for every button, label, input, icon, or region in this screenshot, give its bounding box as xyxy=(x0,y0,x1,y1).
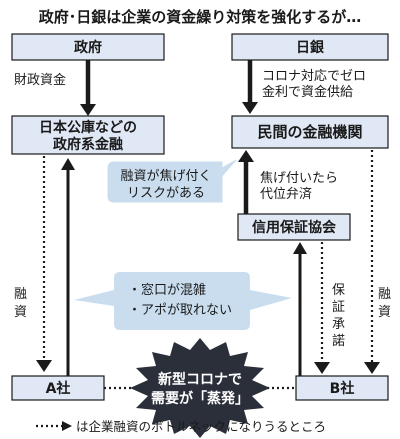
window-bubble xyxy=(74,272,250,330)
company-b-box xyxy=(295,375,389,401)
window-line2: ・アポが取れない xyxy=(128,303,232,318)
boj-note-line1: コロナ対応でゼロ xyxy=(262,69,366,84)
loan-right-arrowhead xyxy=(364,362,380,374)
private-finance-label: 民間の金融機関 xyxy=(257,123,362,141)
legend-text: は企業融資のボトルネックになりうるところ xyxy=(76,419,326,434)
guarantee-approval-1: 保 xyxy=(332,283,345,298)
apply-left-arrowhead xyxy=(61,158,75,170)
window-line1: ・窓口が混雑 xyxy=(128,282,206,298)
guarantee-approval-arrowhead xyxy=(314,362,330,374)
fiscal-arrowhead xyxy=(80,104,96,116)
boj-note-line2: 金利で資金供給 xyxy=(262,84,353,100)
burst-line1: 新型コロナで xyxy=(158,371,242,388)
gov-finance-line2: 政府系金融 xyxy=(53,136,123,153)
boj-box xyxy=(231,33,389,61)
company-b-label: B社 xyxy=(330,380,355,397)
gov-finance-line1: 日本公庫などの xyxy=(39,119,137,136)
legend-arrowhead xyxy=(62,421,72,431)
guarantee-approval-3: 承 xyxy=(332,317,345,332)
burst-line2: 需要が「蒸発」 xyxy=(151,390,249,407)
gov-label: 政府 xyxy=(74,39,102,56)
guarantee-approval-4: 諾 xyxy=(332,333,345,349)
loan-right-label-1: 融 xyxy=(378,287,391,302)
window-bubble-tail-right xyxy=(250,290,292,310)
gov-finance-box xyxy=(11,115,165,155)
boj-label: 日銀 xyxy=(296,39,324,56)
risk-line1: 融資が焦げ付く xyxy=(120,169,211,184)
guarantee-box xyxy=(237,213,351,241)
boj-supply-arrowhead xyxy=(242,102,258,114)
loan-left-label-1: 融 xyxy=(14,287,27,302)
risk-bubble xyxy=(107,159,237,203)
subrogation-line2: 代位弁済 xyxy=(260,186,312,202)
company-a-label: A社 xyxy=(46,380,71,397)
private-finance-box xyxy=(231,115,389,149)
fiscal-label: 財政資金 xyxy=(14,72,66,88)
guarantee-approval-2: 証 xyxy=(332,300,345,315)
gov-box xyxy=(11,33,165,61)
demand-burst xyxy=(130,338,270,438)
subrogation-line1: 焦げ付いたら xyxy=(260,171,338,186)
risk-line2: リスクがある xyxy=(127,186,205,201)
subrogation-arrowhead xyxy=(238,150,254,162)
loan-left-label-2: 資 xyxy=(14,305,27,320)
loan-left-arrowhead xyxy=(36,360,52,372)
guarantee-label: 信用保証協会 xyxy=(252,219,337,236)
loan-right-label-2: 資 xyxy=(378,305,391,320)
diagram-title: 政府･日銀は企業の資金繰り対策を強化するが… xyxy=(39,8,362,26)
apply-guarantee-arrowhead xyxy=(293,242,307,254)
